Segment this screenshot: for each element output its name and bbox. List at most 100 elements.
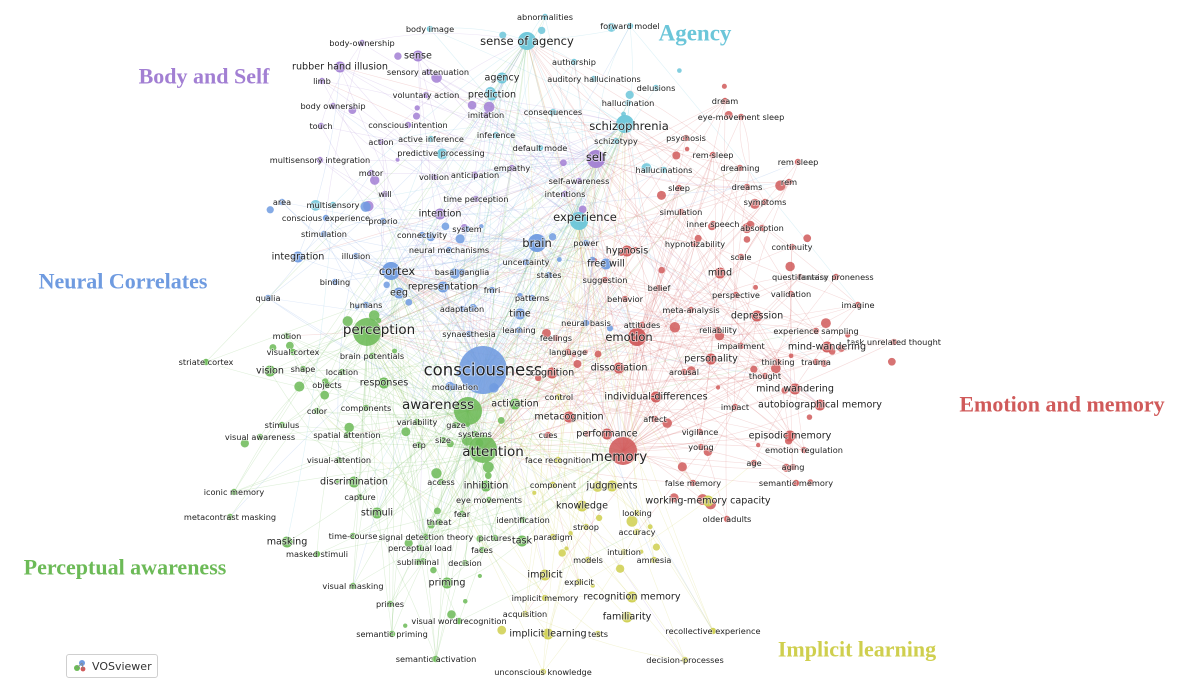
network-node[interactable] [424, 68, 432, 76]
network-node-unlabeled[interactable] [426, 232, 436, 242]
network-node-unlabeled[interactable] [394, 52, 402, 60]
network-node-unlabeled[interactable] [441, 222, 450, 231]
network-node[interactable] [541, 594, 549, 602]
network-node-unlabeled[interactable] [294, 381, 305, 392]
network-node[interactable] [528, 294, 536, 302]
network-node-unlabeled[interactable] [414, 105, 420, 111]
network-node[interactable] [621, 245, 633, 257]
network-node-unlabeled[interactable] [484, 472, 492, 479]
network-node[interactable] [486, 89, 498, 101]
network-node[interactable] [758, 224, 766, 232]
network-node-unlabeled[interactable] [788, 353, 794, 359]
network-node[interactable] [430, 173, 438, 181]
network-node-unlabeled[interactable] [606, 325, 614, 332]
network-node-unlabeled[interactable] [677, 462, 687, 472]
network-node[interactable] [774, 358, 782, 366]
network-node[interactable] [367, 169, 375, 177]
network-node-unlabeled[interactable] [658, 266, 665, 274]
network-node[interactable] [549, 481, 557, 489]
network-node[interactable] [677, 208, 685, 216]
network-node[interactable] [563, 411, 575, 423]
network-node[interactable] [552, 334, 560, 342]
network-node[interactable] [575, 177, 583, 185]
network-node[interactable] [570, 212, 588, 230]
network-node-unlabeled[interactable] [556, 257, 562, 262]
network-node[interactable] [478, 546, 486, 554]
network-node-unlabeled[interactable] [606, 22, 616, 32]
network-node[interactable] [575, 578, 583, 586]
network-node[interactable] [353, 318, 381, 346]
network-node[interactable] [469, 435, 497, 463]
network-node-unlabeled[interactable] [420, 558, 427, 565]
network-node[interactable] [761, 198, 769, 206]
network-node-unlabeled[interactable] [476, 535, 484, 543]
network-node[interactable] [492, 131, 500, 139]
network-node[interactable] [515, 326, 523, 334]
network-node[interactable] [349, 532, 357, 540]
network-node-unlabeled[interactable] [368, 310, 380, 321]
network-node[interactable] [606, 480, 618, 492]
network-node-unlabeled[interactable] [803, 234, 812, 243]
network-node[interactable] [796, 273, 804, 281]
network-node[interactable] [687, 306, 695, 314]
network-node[interactable] [652, 84, 660, 92]
network-node[interactable] [582, 523, 590, 531]
network-node[interactable] [812, 327, 820, 335]
network-node[interactable] [536, 144, 544, 152]
network-node-unlabeled[interactable] [721, 83, 727, 89]
network-node-unlabeled[interactable] [595, 514, 603, 522]
network-node[interactable] [317, 122, 325, 130]
vosviewer-badge[interactable]: VOSviewer [66, 654, 158, 678]
network-node-unlabeled[interactable] [360, 201, 371, 212]
network-node-unlabeled[interactable] [887, 357, 896, 366]
network-node[interactable] [626, 591, 638, 603]
network-node[interactable] [812, 358, 820, 366]
network-node[interactable] [264, 294, 272, 302]
network-node[interactable] [544, 431, 552, 439]
network-node-unlabeled[interactable] [285, 341, 294, 350]
network-node-unlabeled[interactable] [641, 163, 652, 174]
network-node[interactable] [461, 559, 469, 567]
network-node[interactable] [821, 341, 833, 353]
network-node[interactable] [482, 111, 490, 119]
network-node[interactable] [418, 231, 426, 239]
network-node[interactable] [620, 548, 628, 556]
network-node[interactable] [743, 183, 751, 191]
network-node-unlabeled[interactable] [775, 180, 786, 191]
network-node[interactable] [299, 365, 307, 373]
network-node[interactable] [609, 437, 637, 465]
network-node-unlabeled[interactable] [750, 365, 758, 373]
network-node[interactable] [539, 569, 551, 581]
network-node[interactable] [451, 383, 459, 391]
network-node-unlabeled[interactable] [532, 490, 537, 495]
network-node[interactable] [278, 198, 286, 206]
network-node-unlabeled[interactable] [383, 281, 390, 289]
network-node-unlabeled[interactable] [807, 479, 814, 486]
network-node-unlabeled[interactable] [370, 175, 380, 185]
network-node[interactable] [422, 533, 430, 541]
network-node[interactable] [519, 516, 527, 524]
network-node-unlabeled[interactable] [647, 524, 653, 530]
network-node[interactable] [732, 291, 740, 299]
network-node-unlabeled[interactable] [392, 348, 397, 354]
network-node-unlabeled[interactable] [677, 68, 682, 73]
network-node[interactable] [576, 500, 588, 512]
network-node[interactable] [488, 286, 496, 294]
network-node[interactable] [650, 391, 662, 403]
network-node[interactable] [709, 220, 717, 228]
network-node[interactable] [458, 268, 466, 276]
network-node[interactable] [518, 32, 536, 50]
network-node[interactable] [709, 151, 717, 159]
network-node[interactable] [379, 217, 387, 225]
network-node-unlabeled[interactable] [433, 507, 441, 515]
network-node-unlabeled[interactable] [310, 199, 322, 211]
network-node[interactable] [633, 509, 641, 517]
network-node-unlabeled[interactable] [715, 385, 721, 390]
network-node-unlabeled[interactable] [482, 461, 494, 473]
network-node[interactable] [594, 630, 602, 638]
network-node[interactable] [521, 610, 529, 618]
network-node-unlabeled[interactable] [652, 543, 660, 551]
network-node-unlabeled[interactable] [633, 246, 639, 252]
